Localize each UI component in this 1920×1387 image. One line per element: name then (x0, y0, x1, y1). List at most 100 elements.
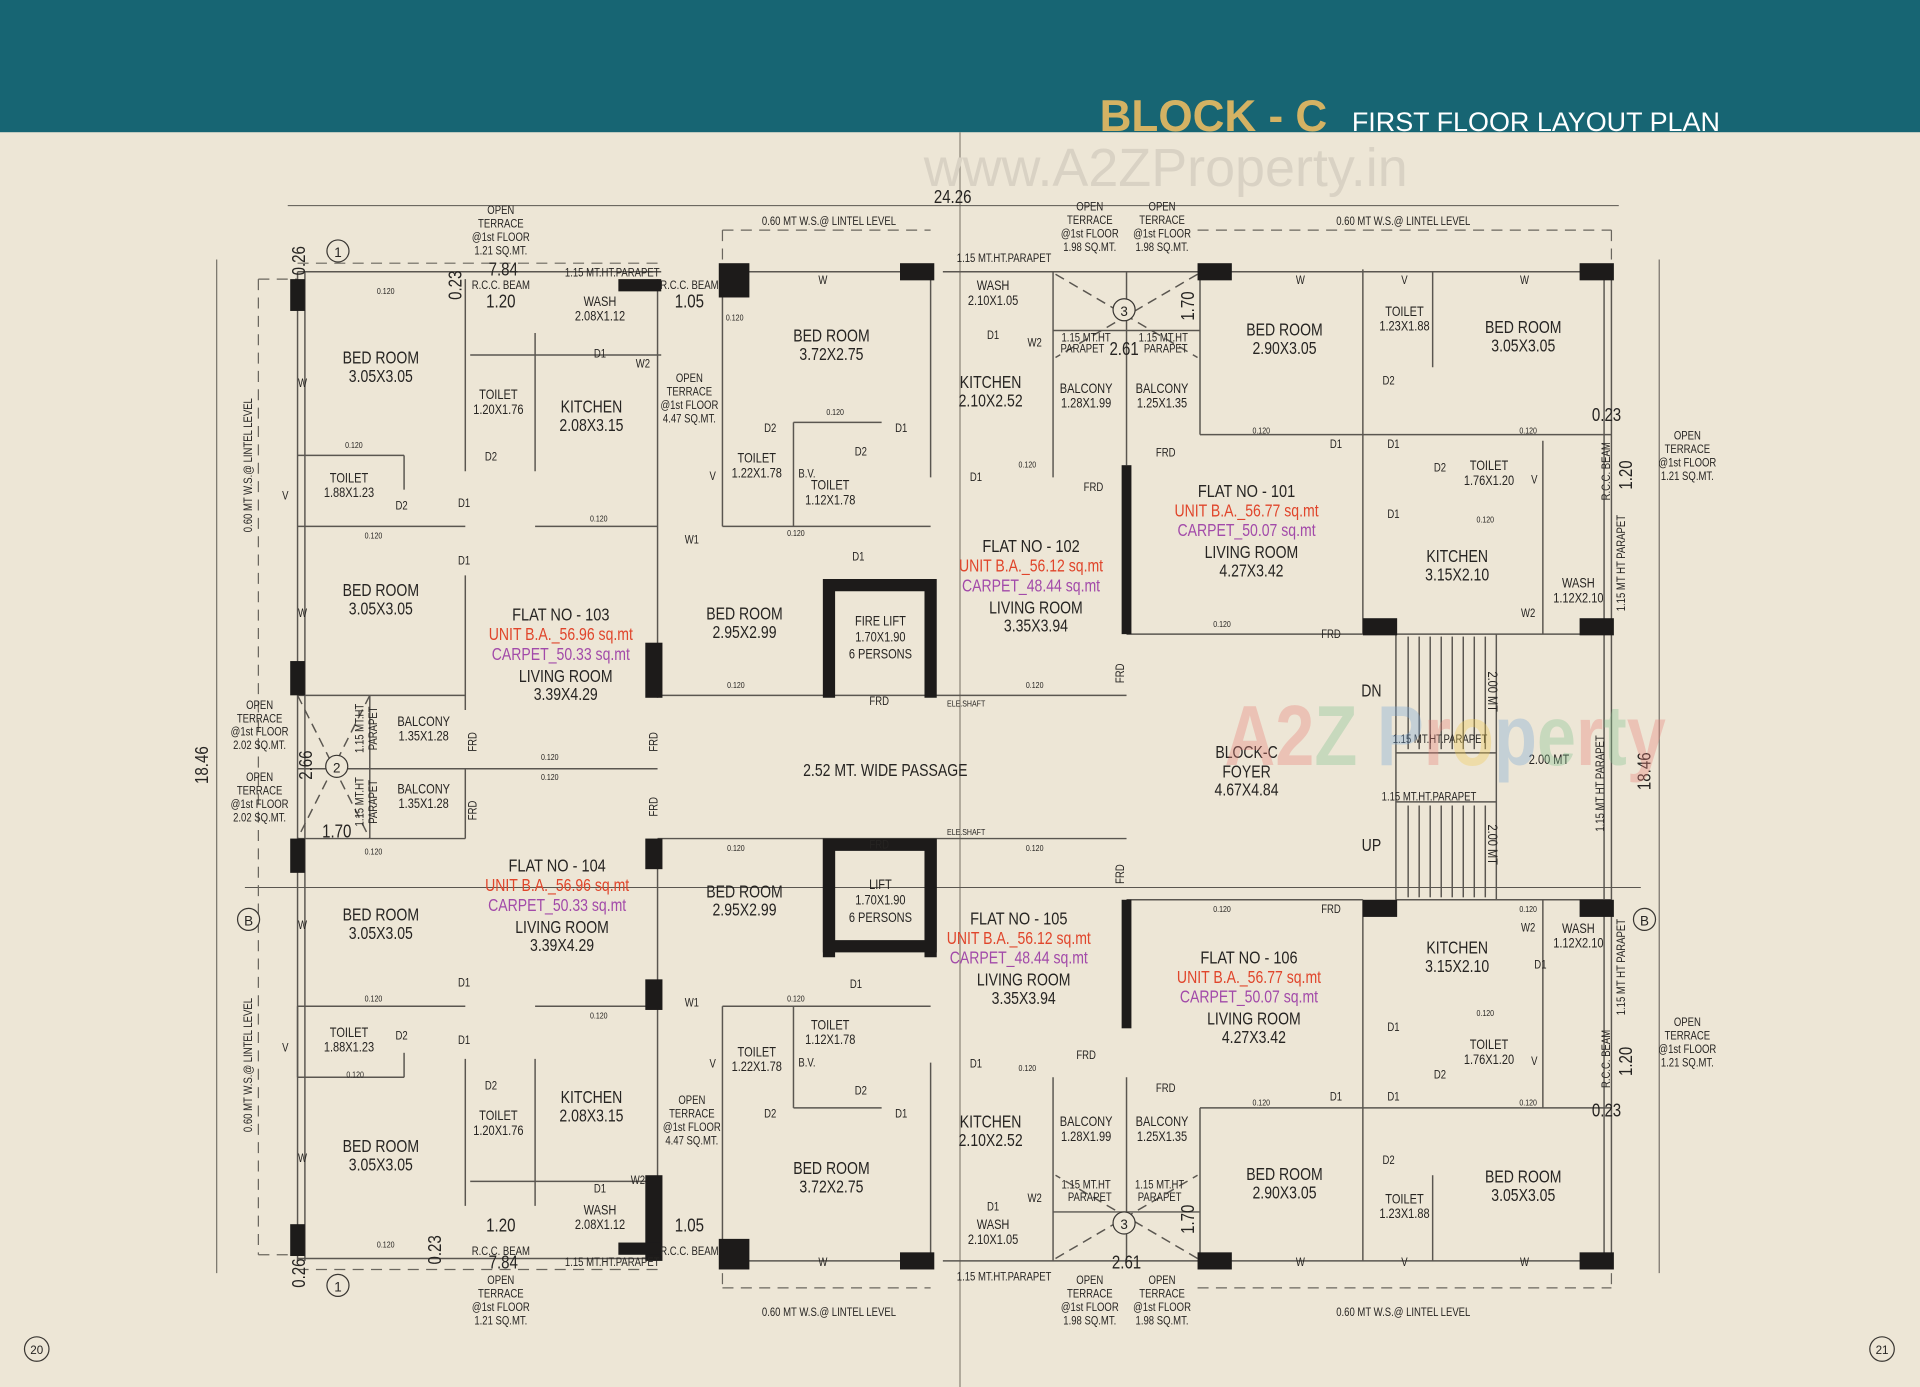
structural-column (718, 1238, 750, 1270)
open-terrace-label: @1st FLOOR (1658, 1043, 1716, 1056)
bv-label: B.V. (798, 1056, 815, 1069)
door-tag-d1: D1 (458, 1034, 470, 1047)
grid-marker-label: B (1640, 913, 1649, 928)
parapet-note: PARAPET (367, 706, 380, 750)
structural-column (1362, 899, 1398, 917)
dashed-outlines (257, 229, 1613, 1289)
door-tag-d2: D2 (1434, 1069, 1446, 1082)
lift-name: LIFT (869, 877, 892, 892)
door-tag-w2: W2 (1028, 1192, 1042, 1205)
room-dims: 3.72X2.75 (799, 346, 863, 365)
room-dims: 3.05X3.05 (349, 1156, 413, 1175)
door-tag-w: W (298, 377, 307, 390)
wall-thickness: 0.120 (826, 407, 844, 417)
rcc-beam-label: R.C.C. BEAM (660, 1245, 718, 1258)
wall-thickness: 0.120 (727, 843, 745, 853)
door-tag-w2: W2 (1521, 922, 1535, 935)
dimension: 1.20 (486, 291, 515, 312)
logo-letter: p (1494, 687, 1537, 783)
stairs-up-label: UP (1362, 837, 1382, 856)
structural-column (618, 279, 662, 292)
dimension: 1.70 (322, 821, 351, 842)
rcc-beam-label: R.C.C. BEAM (660, 279, 718, 292)
grid-marker-circle (326, 239, 350, 263)
wall-thickness: 0.120 (1519, 426, 1537, 436)
logo-letter (1357, 687, 1377, 783)
room-dims: 2.10X2.52 (959, 1132, 1023, 1151)
parapet-note: 1.15 MT.HT (354, 777, 367, 827)
parapet-note: PARAPET (1144, 343, 1188, 356)
dimension: 7.84 (489, 259, 518, 280)
door-tag-frd: FRD (466, 800, 479, 820)
room-dims: 2.95X2.99 (712, 624, 776, 643)
lintel-note: 0.60 MT W.S.@ LINTEL LEVEL (1336, 1306, 1470, 1319)
room-dims: 2.10X2.52 (959, 392, 1023, 411)
room-dims: 1.35X1.28 (399, 729, 449, 744)
wall-thickness: 0.120 (345, 440, 363, 450)
parapet-note: 1.15 MT.HT (354, 703, 367, 753)
lintel-note: 0.60 MT W.S.@ LINTEL LEVEL (242, 398, 255, 532)
logo-letter: e (1537, 687, 1576, 783)
flat-number: FLAT NO - 101 (1198, 482, 1295, 502)
parapet-note: 1.15 MT.HT (1139, 332, 1189, 345)
open-terrace-area: 4.47 SQ.MT. (665, 1135, 718, 1148)
overall-depth-dimension: 18.46 (192, 746, 213, 784)
foyer-label: BLOCK-C (1215, 744, 1277, 763)
door-tag-frd: FRD (1321, 628, 1341, 641)
room-name: TOILET (1470, 1037, 1509, 1052)
door-tag-d1: D1 (458, 977, 470, 990)
dimension: 1.05 (675, 1215, 704, 1236)
living-room-dims: 4.27X3.42 (1219, 562, 1283, 581)
door-tag-v: V (1401, 1256, 1408, 1269)
room-name: TOILET (330, 470, 369, 485)
door-tag-d1: D1 (1330, 438, 1342, 451)
lift-capacity: 6 PERSONS (849, 910, 912, 925)
dimension: 0.23 (1592, 1100, 1621, 1121)
room-dims: 3.05X3.05 (349, 368, 413, 387)
wall-thickness: 0.120 (1213, 619, 1231, 629)
parapet-note: 1.15 MT.HT.PARAPET (565, 267, 660, 280)
structural-column (290, 661, 305, 696)
room-dims: 1.28X1.99 (1061, 396, 1111, 411)
room-name: WASH (977, 278, 1010, 293)
open-terrace-label: OPEN (1149, 201, 1176, 214)
room-dims: 1.12X1.78 (805, 492, 855, 507)
door-tag-d2: D2 (764, 1108, 776, 1121)
door-tag-w: W (298, 919, 307, 932)
door-tag-frd: FRD (648, 797, 661, 817)
door-tag-w2: W2 (1028, 337, 1042, 350)
room-dims: 3.05X3.05 (349, 925, 413, 944)
room-dims: 2.10X1.05 (968, 1232, 1018, 1247)
wall-thickness: 0.120 (1252, 426, 1270, 436)
open-terrace-label: OPEN (487, 1274, 514, 1287)
door-tag-v: V (282, 490, 289, 503)
room-name: WASH (1562, 576, 1595, 591)
room-name: BED ROOM (793, 327, 869, 346)
open-terrace-label: @1st FLOOR (1133, 228, 1191, 241)
overall-depth-dimension: 18.46 (1634, 752, 1655, 790)
room-name: WASH (584, 1202, 617, 1217)
dimension: 7.84 (489, 1252, 518, 1273)
door-tag-w: W (1520, 1256, 1529, 1269)
dimension: 2.66 (296, 750, 317, 779)
living-room-name: LIVING ROOM (519, 668, 613, 687)
flat-number: FLAT NO - 105 (970, 909, 1067, 929)
logo-letter: o (1451, 687, 1494, 783)
open-terrace-label: OPEN (487, 204, 514, 217)
wall-thickness: 0.120 (1019, 1064, 1037, 1074)
room-dims: 1.28X1.99 (1061, 1129, 1111, 1144)
lift-shaft-walls (822, 838, 937, 953)
room-dims: 3.05X3.05 (349, 600, 413, 619)
structural-column (645, 1175, 663, 1261)
room-name: BED ROOM (793, 1160, 869, 1179)
room-name: BED ROOM (343, 906, 419, 925)
room-name: KITCHEN (1426, 939, 1488, 958)
door-tag-frd: FRD (1076, 1049, 1096, 1062)
parapet-note: 1.15 MT.HT.PARAPET (957, 1271, 1052, 1284)
open-terrace-label: TERRACE (667, 386, 713, 399)
open-terrace-area: 2.02 SQ.MT. (233, 812, 286, 825)
grid-marker-label: 3 (1120, 304, 1127, 319)
door-tag-w: W (298, 607, 307, 620)
unit-built-area: UNIT B.A._56.96 sq.mt (489, 626, 634, 645)
